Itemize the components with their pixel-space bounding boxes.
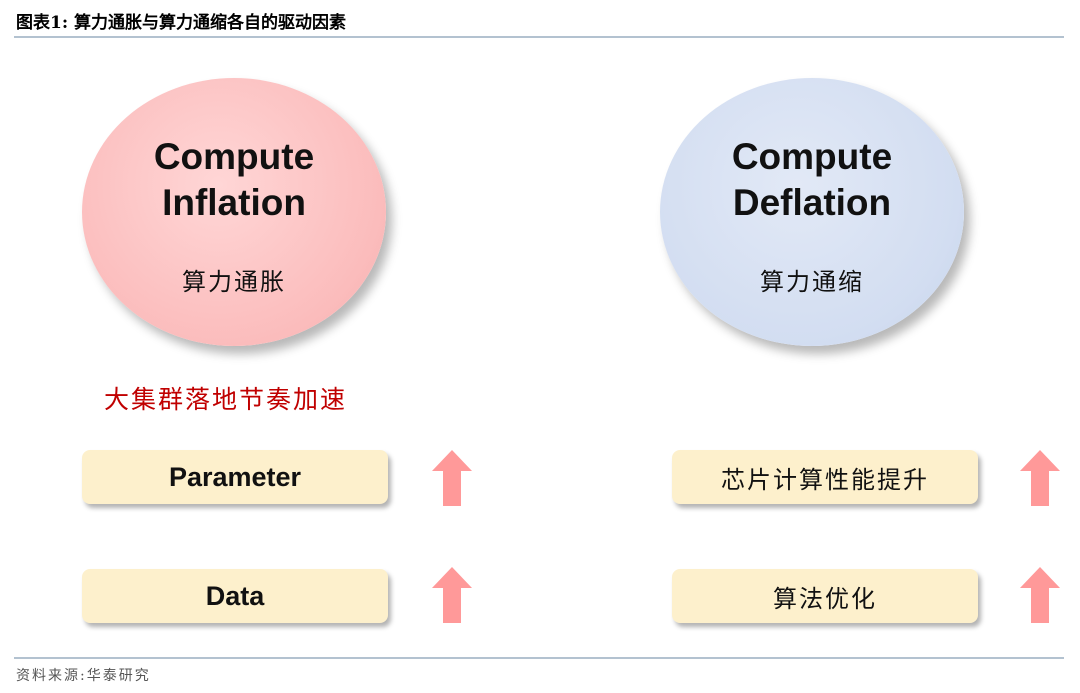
compute-deflation-circle: Compute Deflation 算力通缩 [660,78,964,346]
source-note: 资料来源:华泰研究 [16,668,151,684]
figure-title: 图表1: 算力通胀与算力通缩各自的驱动因素 [16,13,347,33]
factor-box-algorithm-optimization: 算法优化 [672,569,978,623]
factor-box-parameter: Parameter [82,450,388,504]
factor-box-data: Data [82,569,388,623]
compute-deflation-title: Compute Deflation [660,134,964,226]
compute-inflation-circle: Compute Inflation 算力通胀 [82,78,386,346]
cluster-deployment-note: 大集群落地节奏加速 [104,385,348,414]
compute-deflation-subtitle: 算力通缩 [760,268,864,296]
compute-inflation-title-line2: Inflation [162,182,306,223]
top-divider [14,36,1064,38]
arrow-up-icon [432,567,472,623]
arrow-up-icon [1020,450,1060,506]
compute-deflation-title-line1: Compute [731,136,893,177]
arrow-up-icon [432,450,472,506]
bottom-divider [14,657,1064,659]
compute-inflation-subtitle: 算力通胀 [182,268,286,296]
compute-inflation-title-line1: Compute [153,136,315,177]
arrow-up-icon [1020,567,1060,623]
compute-inflation-title: Compute Inflation [82,134,386,226]
factor-box-chip-performance: 芯片计算性能提升 [672,450,978,504]
compute-deflation-title-line2: Deflation [732,182,892,223]
